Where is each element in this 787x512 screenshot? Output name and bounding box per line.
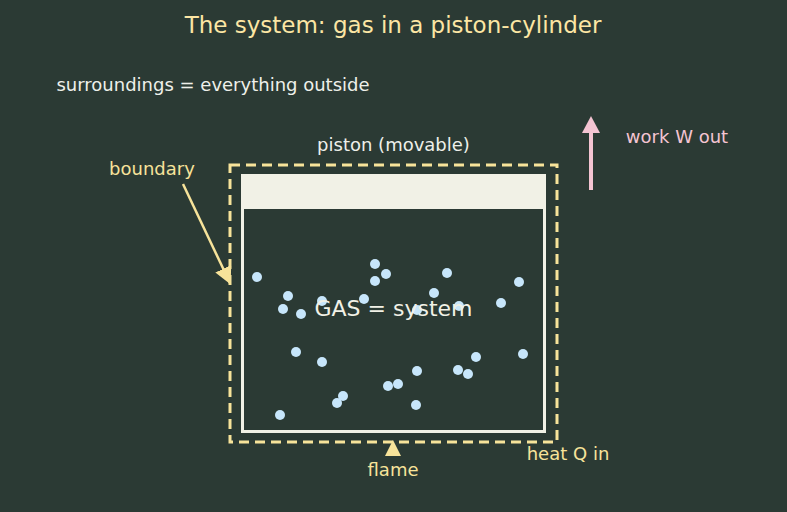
boundary-label: boundary xyxy=(109,158,195,179)
piston-label: piston (movable) xyxy=(317,134,470,155)
flame-arrow xyxy=(385,440,401,456)
work-arrowhead xyxy=(582,116,600,133)
system-label: GAS = system xyxy=(314,296,472,321)
work-arrow xyxy=(589,128,593,190)
work-label: work W out xyxy=(626,126,728,147)
piston: piston (movable) xyxy=(241,174,546,208)
surroundings-note: surroundings = everything outside xyxy=(56,74,369,95)
flame-label: flame xyxy=(368,459,419,480)
gas-molecules xyxy=(252,259,528,420)
title: The system: gas in a piston-cylinder xyxy=(185,12,602,38)
heat-label: heat Q in xyxy=(527,443,610,464)
gas-system: GAS = system xyxy=(241,206,546,433)
leader-line xyxy=(183,184,230,283)
system-boundary xyxy=(230,165,557,442)
